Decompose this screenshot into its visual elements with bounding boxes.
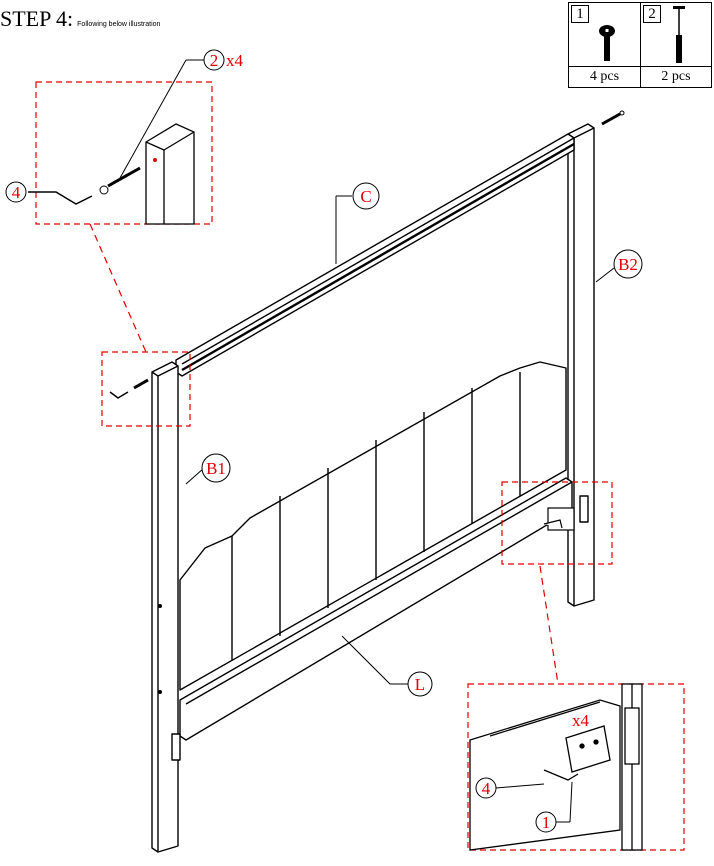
svg-text:B1: B1 <box>206 459 226 478</box>
parts-table: 1 4 pcs 2 2 pcs <box>568 2 712 88</box>
callout-part2-mult: x4 <box>226 51 244 70</box>
svg-text:4: 4 <box>12 183 21 202</box>
step-subtitle: Following below illustration <box>77 21 161 28</box>
callout-part2: 2 x4 <box>203 49 244 71</box>
callout-c: C <box>352 182 380 210</box>
part-qty-2: 2 pcs <box>641 66 711 87</box>
part-cell-1: 1 4 pcs <box>569 3 641 87</box>
step-heading: STEP 4:Following below illustration <box>0 6 160 32</box>
callout-part4-top: 4 <box>5 181 27 203</box>
detail-box-bottom <box>467 683 685 851</box>
bracket-mini <box>543 507 575 531</box>
callout-b2: B2 <box>613 249 643 279</box>
screw-top-right <box>601 110 625 126</box>
bracket-right <box>579 495 589 523</box>
svg-text:B2: B2 <box>618 255 638 274</box>
bracket-left <box>171 733 181 761</box>
detail-box-bracket <box>501 481 613 565</box>
long-screw-icon <box>673 6 685 63</box>
callout-bottom-mult: x4 <box>572 711 590 730</box>
svg-text:4: 4 <box>482 779 491 798</box>
step-title: STEP 4: <box>0 6 74 31</box>
detail-top-hardware <box>28 158 157 205</box>
part-qty-1: 4 pcs <box>569 66 640 87</box>
detail-bottom-parts <box>469 683 643 851</box>
post-b1 <box>151 361 179 853</box>
callout-part4-bottom: 4 <box>475 777 497 799</box>
callout-part1-bottom: 1 <box>535 811 557 833</box>
callout-b1: B1 <box>201 453 231 483</box>
callout-l: L <box>407 671 433 697</box>
part-cell-2: 2 2 pcs <box>641 3 711 87</box>
detail-box-top <box>35 81 213 225</box>
screw-left-joint <box>109 378 149 399</box>
part-number-1: 1 <box>571 5 589 23</box>
detail-top-post <box>145 123 195 225</box>
detail-box-joint <box>101 351 191 427</box>
part-number-2: 2 <box>643 5 661 23</box>
svg-text:1: 1 <box>542 813 551 832</box>
svg-text:2: 2 <box>210 51 219 70</box>
headboard-panel <box>179 361 567 691</box>
svg-text:C: C <box>360 187 371 206</box>
post-b2 <box>567 123 595 607</box>
flat-head-bolt-icon <box>599 25 615 61</box>
svg-text:L: L <box>415 675 425 694</box>
